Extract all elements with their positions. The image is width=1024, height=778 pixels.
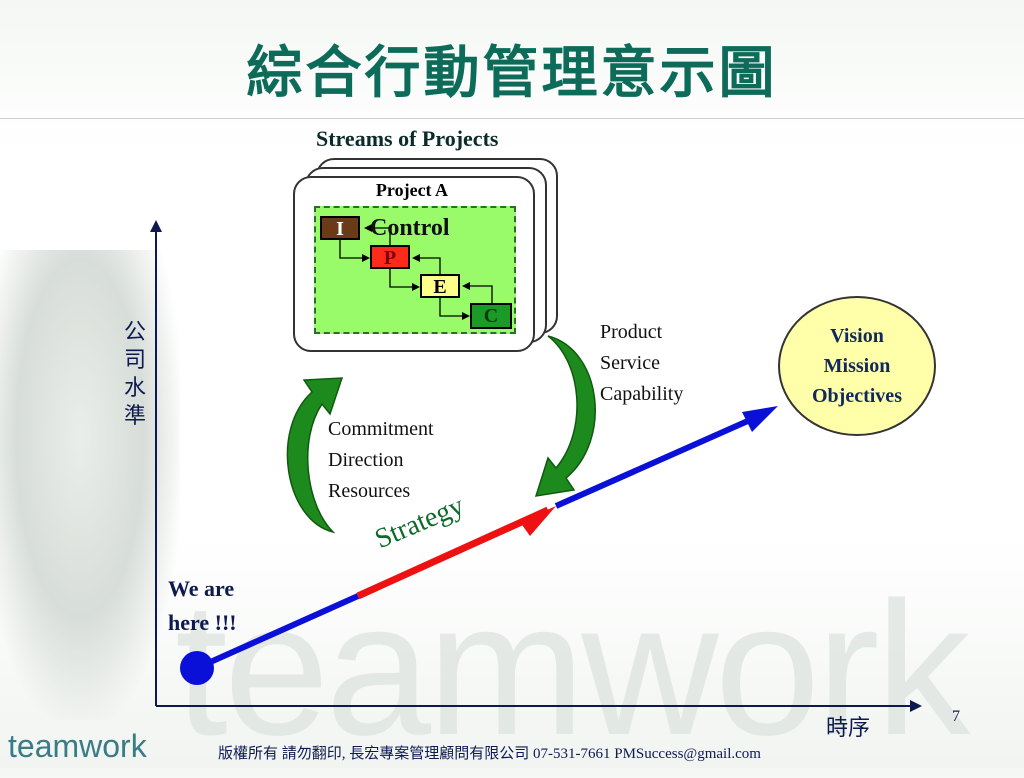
y-axis-label: 公 司 水 準: [120, 318, 150, 430]
background-pawn-image: [0, 250, 180, 720]
y-axis-label-char: 水: [123, 375, 146, 400]
goal-item: Objectives: [812, 385, 902, 407]
goal-ellipse: Vision Mission Objectives: [778, 296, 936, 436]
phase-connectors: [339, 224, 493, 320]
start-label-line: We are: [168, 576, 235, 601]
y-axis-label-char: 公: [123, 319, 146, 344]
start-label-line: here !!!: [168, 610, 237, 635]
teamwork-logo: teamwork: [8, 728, 147, 764]
output-item: Service: [600, 352, 660, 374]
phase-initiate-box: I: [320, 216, 360, 240]
y-axis: [150, 220, 162, 706]
inputs-list: Commitment Direction Resources: [328, 414, 434, 507]
x-axis-label: 時序: [826, 716, 871, 741]
page-number: 7: [952, 708, 960, 725]
phase-close-box: C: [470, 303, 512, 329]
header-rule: [0, 118, 1024, 119]
input-item: Commitment: [328, 418, 434, 440]
inputs-curved-arrow: [286, 377, 344, 534]
phase-plan-box: P: [370, 245, 410, 269]
slide-title: 綜合行動管理意示圖: [246, 41, 778, 106]
output-item: Capability: [600, 383, 684, 405]
input-item: Direction: [328, 449, 404, 471]
teamwork-watermark: teamwork: [175, 563, 971, 775]
start-point-dot: [180, 651, 214, 685]
control-label: Control: [370, 215, 450, 241]
outputs-list: Product Service Capability: [600, 317, 683, 410]
input-item: Resources: [328, 480, 411, 502]
outputs-curved-arrow: [534, 335, 596, 497]
phase-execute-box: E: [420, 274, 460, 298]
strategy-line: [195, 406, 778, 671]
goal-item: Vision: [830, 325, 884, 347]
footer-copyright: 版權所有 請勿翻印, 長宏專案管理顧問有限公司 07-531-7661 PMSu…: [218, 746, 761, 762]
project-title: Project A: [375, 180, 449, 200]
start-label: We are here !!!: [168, 572, 237, 640]
y-axis-label-char: 司: [123, 347, 146, 372]
goal-item: Mission: [823, 355, 891, 377]
y-axis-label-char: 準: [123, 403, 146, 428]
output-item: Product: [600, 321, 663, 343]
x-axis: [156, 700, 922, 712]
streams-title: Streams of Projects: [316, 126, 499, 151]
